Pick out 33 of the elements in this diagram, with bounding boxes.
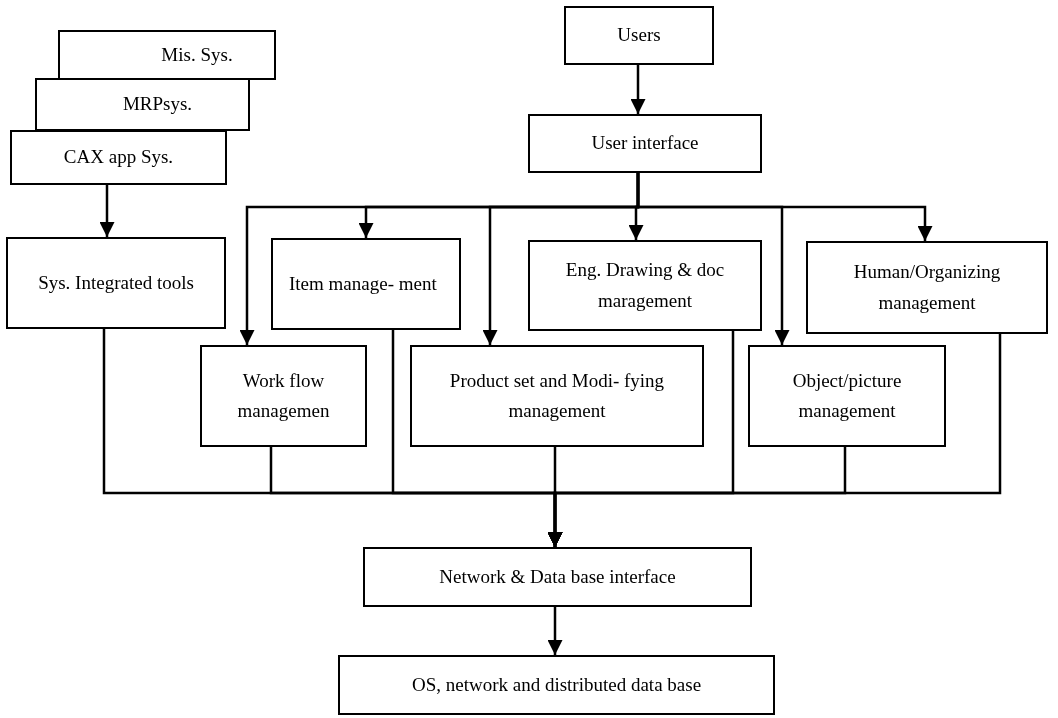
box-label: User interface — [591, 131, 699, 156]
box-label: Users — [617, 23, 661, 48]
process-box — [338, 655, 775, 715]
process-box — [271, 238, 461, 330]
box-label: Mis. Sys. — [161, 42, 233, 67]
process-box — [58, 30, 276, 80]
arrow — [630, 65, 646, 114]
box-label: Network & Data base interface — [439, 564, 676, 589]
box-label: Eng. Drawing & doc maragement — [564, 258, 726, 313]
process-box — [748, 345, 946, 447]
process-box — [806, 241, 1048, 334]
box-label: Work flow managemen — [236, 368, 331, 423]
box-label: Sys. Integrated tools — [38, 270, 194, 295]
process-box — [6, 237, 226, 329]
process-box — [10, 130, 227, 185]
box-label: OS, network and distributed data base — [411, 672, 702, 697]
arrow — [547, 607, 563, 655]
process-box — [35, 78, 250, 131]
box-label: Product set and Modi- fying management — [448, 368, 666, 423]
box-label: CAX app Sys. — [63, 145, 174, 170]
process-box — [528, 240, 762, 331]
box-label: Human/Organizing management — [852, 260, 1002, 315]
process-box — [363, 547, 752, 607]
box-label: MRPsys. — [122, 92, 193, 117]
box-label: Item manage- ment — [289, 271, 437, 296]
process-box — [200, 345, 367, 447]
box-label: Object/picture management — [791, 368, 903, 423]
process-box — [410, 345, 704, 447]
process-box — [528, 114, 762, 173]
arrow — [547, 334, 1002, 547]
arrow — [636, 173, 933, 241]
process-box — [564, 6, 714, 65]
arrow — [99, 185, 115, 237]
